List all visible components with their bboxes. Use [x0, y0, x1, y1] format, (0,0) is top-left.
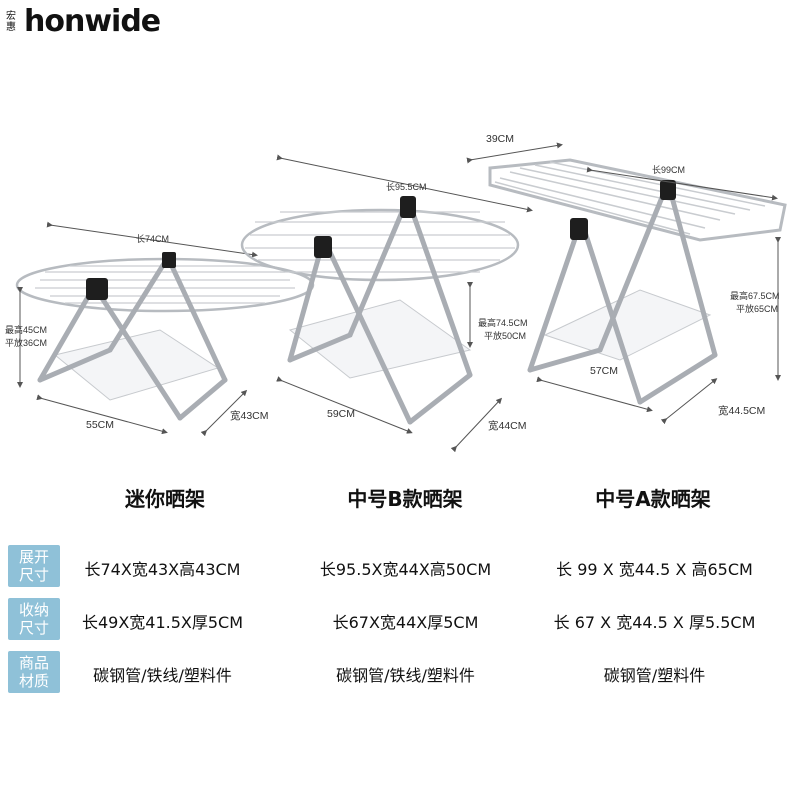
- folded-size-mini: 长49X宽41.5X厚5CM: [81, 613, 244, 632]
- rack-mini-illustration: [15, 221, 315, 437]
- joint-left: [86, 278, 108, 300]
- dim-max-height: 最高45CM: [5, 325, 48, 335]
- joint-left: [314, 236, 332, 258]
- dim-base: 55CM: [86, 419, 115, 431]
- folded-size-b: 长67X宽44X厚5CM: [332, 613, 479, 632]
- joint-right: [400, 196, 416, 218]
- rack-b-illustration: [240, 154, 533, 453]
- dim-length: 长99CM: [652, 165, 686, 175]
- dim-width: 宽44.5CM: [718, 405, 766, 417]
- row-label-folded-size: 收纳尺寸: [8, 598, 60, 640]
- dim-flat-height: 平放50CM: [484, 331, 527, 341]
- dim-flat-height: 平放36CM: [5, 338, 48, 348]
- row-label-open-size: 展开尺寸: [8, 545, 60, 587]
- dim-max-height: 最高67.5CM: [730, 291, 780, 301]
- open-size-mini: 长74X宽43X高43CM: [84, 560, 241, 579]
- row-label-material: 商品材质: [8, 651, 60, 693]
- dim-base: 57CM: [590, 365, 619, 377]
- folded-size-a: 长 67 X 宽44.5 X 厚5.5CM: [553, 613, 756, 632]
- brand-seal-text: 宏惠: [6, 10, 16, 33]
- row-label-line: 尺寸: [18, 566, 49, 584]
- product-title-mini: 迷你晒架: [125, 487, 205, 511]
- row-label-line: 材质: [18, 672, 49, 690]
- product-title-b: 中号B款晒架: [347, 487, 463, 511]
- product-illustrations: [15, 142, 787, 453]
- dim-width: 宽43CM: [230, 410, 269, 422]
- dim-width: 宽44CM: [488, 420, 527, 432]
- row-label-line: 商品: [18, 654, 49, 672]
- rack-a-illustration: [466, 142, 787, 425]
- dim-length: 长74CM: [136, 234, 170, 244]
- product-title-a: 中号A款晒架: [595, 487, 711, 511]
- dim-max-height: 最高74.5CM: [478, 318, 528, 328]
- material-b: 碳钢管/铁线/塑料件: [336, 666, 475, 685]
- material-mini: 碳钢管/铁线/塑料件: [93, 666, 232, 685]
- dim-wing: 39CM: [486, 133, 515, 145]
- row-label-line: 收纳: [18, 601, 49, 619]
- brand-name: honwide: [24, 4, 161, 39]
- dim-flat-height: 平放65CM: [736, 304, 779, 314]
- brand-logo: 宏惠 honwide: [6, 4, 161, 39]
- row-label-line: 尺寸: [18, 619, 49, 637]
- brand-seal: 宏惠: [6, 11, 20, 33]
- row-label-line: 展开: [18, 548, 49, 566]
- joint-left: [570, 218, 588, 240]
- dim-base: 59CM: [327, 408, 356, 420]
- dim-length: 长95.5CM: [386, 182, 427, 192]
- material-a: 碳钢管/塑料件: [603, 666, 706, 685]
- open-size-a: 长 99 X 宽44.5 X 高65CM: [556, 560, 753, 579]
- joint-right: [162, 252, 176, 268]
- open-size-b: 长95.5X宽44X高50CM: [319, 560, 492, 579]
